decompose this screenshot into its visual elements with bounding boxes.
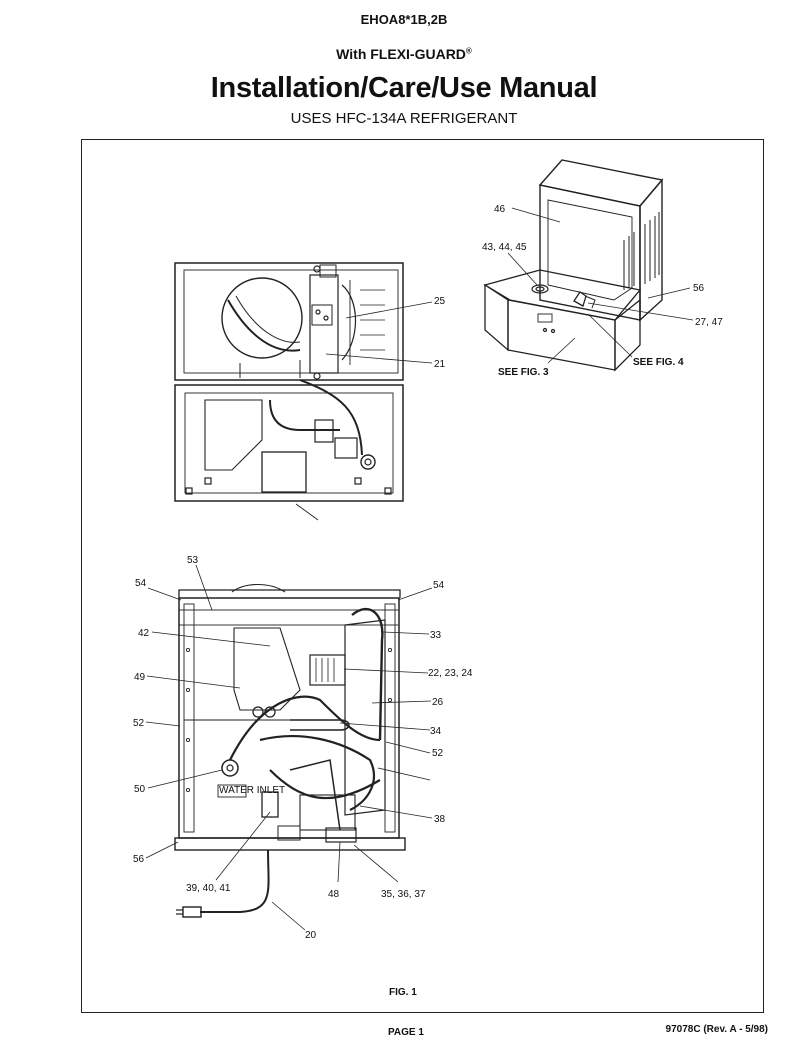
- callout-21: 21: [434, 359, 446, 370]
- top-view-leaders: [325, 301, 433, 364]
- callout-43-44-45: 43, 44, 45: [482, 242, 527, 253]
- callout-52-left: 52: [133, 718, 145, 729]
- top-view-unit: [174, 262, 404, 521]
- louvers: [623, 212, 660, 290]
- cabinet-leaders: [507, 207, 694, 364]
- callout-25: 25: [434, 296, 446, 307]
- callout-33: 33: [430, 630, 442, 641]
- see-fig-4: SEE FIG. 4: [633, 357, 684, 368]
- model-number: EHOA8*1B,2B: [360, 12, 448, 27]
- callout-22-23-24: 22, 23, 24: [428, 668, 473, 679]
- refrigerant-note: USES HFC-134A REFRIGERANT: [290, 110, 518, 127]
- callout-38: 38: [434, 814, 446, 825]
- page-title: Installation/Care/Use Manual: [210, 72, 598, 104]
- callout-49: 49: [134, 672, 146, 683]
- callout-26: 26: [432, 697, 444, 708]
- callout-56-front: 56: [133, 854, 145, 865]
- cabinet-view: [483, 159, 664, 372]
- callout-48: 48: [328, 889, 340, 900]
- callout-54-left: 54: [135, 578, 147, 589]
- callout-53: 53: [187, 555, 199, 566]
- page-number: PAGE 1: [388, 1027, 424, 1038]
- callout-54-right: 54: [433, 580, 445, 591]
- front-view-leaders: [145, 564, 433, 931]
- callout-56-cabinet: 56: [693, 283, 705, 294]
- callout-42: 42: [138, 628, 150, 639]
- document-number: 97078C (Rev. A - 5/98): [665, 1024, 768, 1035]
- callout-35-36-37: 35, 36, 37: [381, 889, 426, 900]
- callout-27-47: 27, 47: [695, 317, 723, 328]
- water-inlet-label: WATER INLET: [219, 785, 285, 796]
- callout-20: 20: [305, 930, 317, 941]
- registered-mark: ®: [465, 46, 472, 56]
- figure-caption: FIG. 1: [389, 987, 417, 998]
- subtitle: With FLEXI-GUARD®: [0, 46, 808, 62]
- callout-39-40-41: 39, 40, 41: [186, 883, 231, 894]
- callout-46: 46: [494, 204, 506, 215]
- callout-52-right: 52: [432, 748, 444, 759]
- see-fig-3: SEE FIG. 3: [498, 367, 549, 378]
- front-view-unit: WATER INLET: [174, 583, 406, 918]
- callout-34: 34: [430, 726, 442, 737]
- callout-50: 50: [134, 784, 146, 795]
- figure-frame: [81, 139, 764, 1013]
- subtitle-text: With FLEXI-GUARD: [336, 46, 466, 62]
